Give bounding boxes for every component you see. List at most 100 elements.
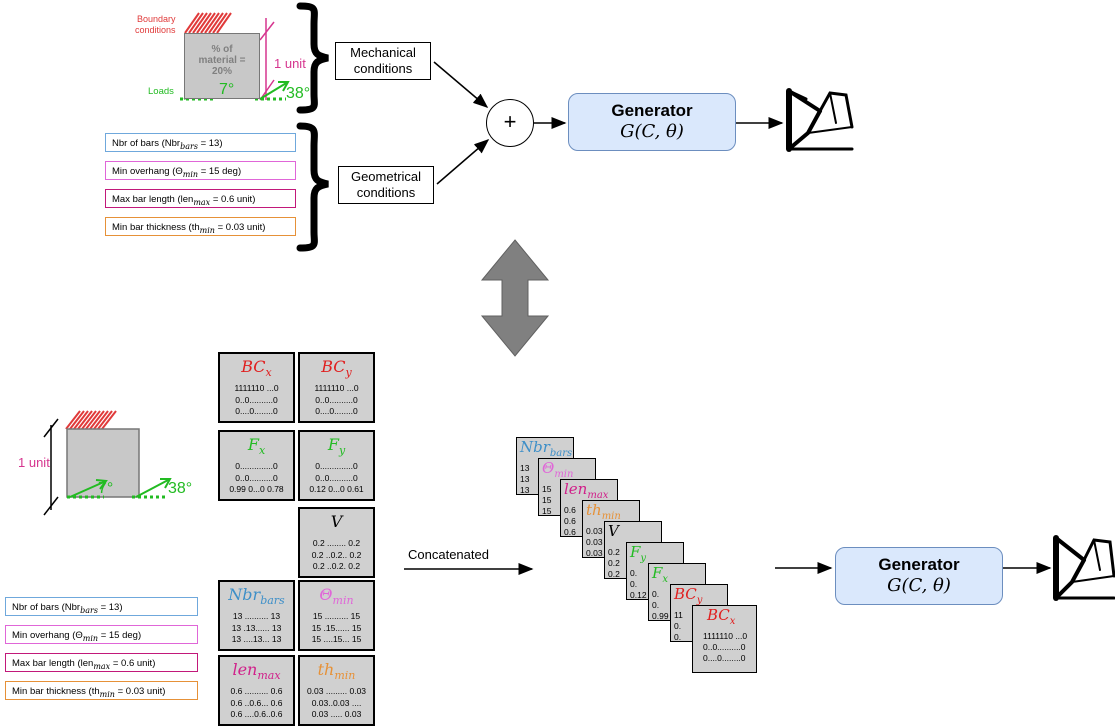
- condition-tail: = 15 deg): [198, 166, 242, 177]
- stack-row: 13: [520, 474, 530, 484]
- matrix-title-sub: min: [334, 669, 356, 683]
- stack-row: 0.6: [564, 527, 576, 537]
- matrix-title-base: F: [327, 435, 339, 454]
- stack-title-sub: max: [587, 490, 609, 501]
- stack-title: Fx: [649, 564, 705, 589]
- double-arrow: [480, 239, 550, 357]
- condition-tail: = 13): [197, 138, 223, 149]
- matrix-title-base: th: [317, 660, 335, 679]
- matrix-row: 13 .13...... 13: [231, 622, 282, 633]
- loads-label: Loads: [148, 86, 174, 97]
- matrix-row: 1111110 ...0: [234, 383, 279, 394]
- stack-title: thmin: [583, 501, 639, 526]
- stack-row: 0.: [630, 579, 638, 589]
- stack-title-sub: min: [601, 511, 621, 522]
- material-label: % of material = 20%: [198, 44, 246, 77]
- stack-title-sub: bars: [549, 448, 573, 459]
- stack-title-base: V: [608, 522, 619, 540]
- stack-row: 11: [674, 610, 683, 620]
- matrix-row: 0..0..........0: [235, 394, 278, 405]
- top-condition-2: Max bar length (lenmax = 0.6 unit): [105, 189, 296, 208]
- boundary-hatch: [184, 12, 232, 34]
- matrix-title: BCy: [300, 357, 373, 383]
- stack-row: 0.6: [564, 505, 576, 515]
- matrix-row: 0..............0: [315, 461, 358, 472]
- stack-row: 0.: [652, 600, 660, 610]
- top-condition-1: Min overhang (Θmin = 15 deg): [105, 161, 296, 180]
- top-condition-3: Min bar thickness (thmin = 0.03 unit): [105, 217, 296, 236]
- stack-row: 0.2: [608, 547, 620, 557]
- unit-label-bottom: 1 unit: [18, 455, 50, 470]
- condition-text: Min bar thickness (th: [12, 686, 100, 697]
- stack-title-base: BC: [707, 606, 730, 624]
- matrix-title-sub: bars: [260, 594, 285, 608]
- condition-text: Min overhang (Θ: [12, 630, 83, 641]
- matrix-row: 0.03..0.03 ....: [311, 697, 362, 708]
- condition-text: Nbr of bars (Nbr: [12, 602, 81, 613]
- angle-7-top: 7°: [219, 81, 235, 98]
- condition-tail: = 0.6 unit): [110, 658, 156, 669]
- generator-box-bottom: Generator G(C, θ): [835, 547, 1003, 605]
- condition-subscript: bars: [180, 141, 198, 151]
- stack-title-base: len: [564, 480, 588, 498]
- mechanical-conditions-box: Mechanical conditions: [335, 42, 431, 80]
- stack-row: 0.: [674, 632, 682, 642]
- generator-formula-top: G(C, θ): [620, 121, 684, 142]
- matrix-title-base: F: [247, 435, 259, 454]
- stack-title-sub: y: [640, 553, 647, 564]
- condition-text: Nbr of bars (Nbr: [112, 138, 181, 149]
- unit-label-top: 1 unit: [274, 56, 306, 71]
- generator-formula-bottom: G(C, θ): [887, 575, 951, 596]
- matrix-row: 0.03 ..... 0.03: [311, 709, 362, 720]
- matrix-title: Θmin: [300, 585, 373, 611]
- stack-title-base: F: [630, 543, 641, 561]
- condition-text: Min overhang (Θ: [112, 166, 183, 177]
- matrix-row: 0....0........0: [315, 406, 358, 417]
- bottom-material-diagram: [43, 410, 172, 516]
- stack-row: 15: [542, 495, 552, 505]
- bottom-condition-3: Min bar thickness (thmin = 0.03 unit): [5, 681, 198, 700]
- material-square: [184, 33, 260, 99]
- stack-row: 0.: [630, 568, 638, 578]
- matrix-title-sub: max: [257, 669, 281, 683]
- stack-title: V: [605, 522, 661, 547]
- stack-row: 0.2: [608, 569, 620, 579]
- stack-row: 0.: [674, 621, 682, 631]
- matrix-row: 0..0..........0: [235, 472, 278, 483]
- matrix-row: 13 .......... 13: [232, 611, 281, 622]
- condition-subscript: min: [99, 689, 115, 699]
- matrix-title-base: Θ: [319, 585, 333, 604]
- stack-title-base: Θ: [542, 459, 555, 477]
- condition-subscript: max: [93, 661, 111, 671]
- bottom-condition-0: Nbr of bars (Nbrbars = 13): [5, 597, 198, 616]
- condition-text: Min bar thickness (th: [112, 222, 200, 233]
- matrix-title-sub: y: [345, 366, 352, 380]
- matrix-title: Nbrbars: [220, 585, 293, 611]
- generator-title-top: Generator: [611, 101, 693, 120]
- condition-subscript: min: [199, 225, 215, 235]
- stack-row: 13: [520, 485, 530, 495]
- matrix-row: 0..0..........0: [315, 394, 358, 405]
- stack-row: 1111110 ...0: [703, 631, 748, 641]
- stack-row: 0.03: [586, 537, 603, 547]
- stack-row: 0.99: [652, 611, 669, 621]
- boundary-conditions-label: Boundary conditions: [135, 14, 176, 35]
- matrix-row: 0.2 ..0.2.. 0.2: [311, 549, 362, 560]
- condition-subscript: bars: [80, 605, 98, 615]
- matrix-row: 15 .15...... 15: [311, 622, 362, 633]
- stack-row: 0.03: [586, 548, 603, 558]
- stack-row: 15: [542, 484, 552, 494]
- matrix-title-base: BC: [241, 357, 266, 376]
- matrix-title-sub: x: [265, 366, 272, 380]
- stack-row: 0....0........0: [703, 653, 746, 663]
- geometrical-conditions-box: Geometrical conditions: [338, 166, 434, 204]
- angle-38-top: 38°: [286, 85, 311, 102]
- stack-title: lenmax: [561, 480, 617, 505]
- matrix-row: 0....0........0: [235, 406, 278, 417]
- matrix-title: V: [300, 512, 373, 538]
